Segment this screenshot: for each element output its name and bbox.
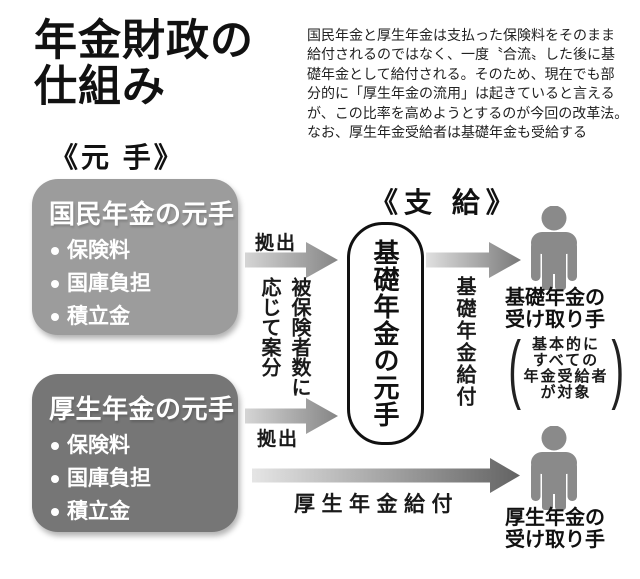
list-item-label: 保険料 [67, 239, 130, 262]
basic-recipient-note: ( 基本的に すべての 年金受給者 が対象 ) [497, 331, 635, 407]
person-icon-kosei-recipient [531, 426, 577, 510]
basic-recipient-note-text: 基本的に すべての 年金受給者 が対象 [523, 336, 609, 401]
intro-line: 分的に「厚生年金の流用」は起きていると言える [307, 85, 615, 102]
list-item-label: 保険料 [67, 434, 130, 457]
list-item: 保険料 [51, 238, 238, 264]
basic-recipient-label: 基礎年金の 受け取り手 [505, 287, 605, 331]
intro-line: 給付されるのではなく、一度〝合流〟した後に基 [307, 46, 615, 63]
kosei-box-title: 厚生年金の元手 [49, 394, 235, 424]
list-item: 積立金 [51, 499, 238, 525]
contribution-label-bottom: 拠出 [257, 429, 300, 450]
sources-heading: 《元 手》 [50, 142, 185, 173]
list-item: 積立金 [51, 304, 238, 330]
list-item: 国庫負担 [51, 271, 238, 297]
bullet-icon [51, 442, 59, 450]
basic-pension-pool-capsule: 基礎年金の元手 [347, 222, 424, 445]
contribution-arrow-bottom [245, 398, 338, 434]
page-title: 年金財政の 仕組み [34, 17, 254, 112]
bullet-icon [51, 508, 59, 516]
open-paren: ( [508, 326, 522, 411]
basic-pension-pool-label: 基礎年金の元手 [370, 239, 400, 428]
allocation-note: 被保険者数に応じて案分 [258, 277, 310, 397]
contribution-arrow-top [245, 242, 338, 278]
payment-heading: 《支 給》 [370, 187, 520, 218]
intro-line: 国民年金と厚生年金は支払った保険料をそのまま [307, 27, 615, 43]
list-item: 国庫負担 [51, 466, 238, 492]
kosei-benefit-arrow [252, 458, 520, 493]
contribution-label-top: 拠出 [255, 233, 298, 254]
basic-benefit-arrow [426, 242, 521, 278]
basic-benefit-label: 基礎年金給付 [453, 276, 475, 408]
intro-line: なお、厚生年金受給者は基礎年金も受給する [307, 124, 587, 141]
kosei-benefit-label: 厚生年金給付 [294, 493, 459, 516]
person-icon-basic-recipient [531, 206, 577, 290]
kokumin-box-title: 国民年金の元手 [49, 199, 235, 229]
list-item: 保険料 [51, 433, 238, 459]
list-item-label: 国庫負担 [67, 467, 151, 490]
bullet-icon [51, 280, 59, 288]
kosei-recipient-label: 厚生年金の 受け取り手 [505, 507, 605, 551]
bullet-icon [51, 313, 59, 321]
list-item-label: 国庫負担 [67, 272, 151, 295]
kosei-pension-source-box: 厚生年金の元手 保険料 国庫負担 積立金 [32, 374, 238, 532]
intro-line: が、この比率を高めようとするのが今回の改革法。 [307, 104, 629, 121]
bullet-icon [51, 247, 59, 255]
intro-line: 礎年金として給付される。そのため、現在でも部 [307, 65, 615, 82]
list-item-label: 積立金 [67, 305, 130, 328]
bullet-icon [51, 475, 59, 483]
intro-paragraph: 国民年金と厚生年金は支払った保険料をそのまま 給付されるのではなく、一度〝合流〟… [307, 26, 639, 142]
kokumin-pension-source-box: 国民年金の元手 保険料 国庫負担 積立金 [32, 179, 238, 335]
close-paren: ) [610, 326, 624, 411]
list-item-label: 積立金 [67, 500, 130, 523]
